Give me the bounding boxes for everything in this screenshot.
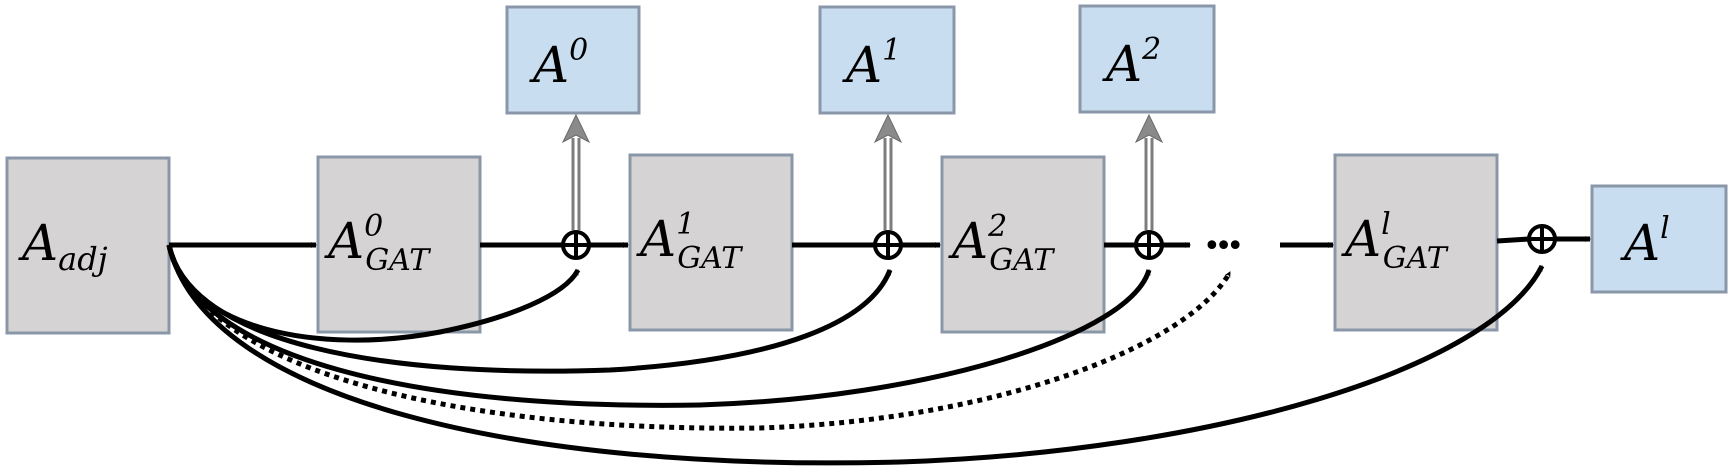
- sum-node-0: [561, 230, 591, 260]
- skip-adj-to-sum1: [166, 244, 893, 374]
- svg-text:Aadj: Aadj: [18, 214, 108, 278]
- skip-adj-to-ellipsis-dotted: [166, 244, 1233, 431]
- output-a-2: A2: [1078, 4, 1216, 114]
- skip-adj-to-suml: [166, 244, 1545, 466]
- svg-text:A1: A1: [842, 33, 901, 94]
- svg-text:A2: A2: [1102, 32, 1161, 93]
- sum-node-l: [1527, 224, 1557, 254]
- output-a-0: A0: [505, 5, 641, 115]
- sum-node-2: [1134, 230, 1164, 260]
- output-a-1: A1: [818, 5, 956, 115]
- output-a-l: Al: [1590, 184, 1728, 294]
- ellipsis: •••: [1203, 229, 1240, 264]
- line-gatl-to-suml: [1496, 236, 1530, 244]
- up-arrow-sum2-to-a2: [1134, 113, 1164, 230]
- sum-node-1: [873, 230, 903, 260]
- up-arrow-sum0-to-a0: [561, 113, 591, 230]
- svg-text:Al: Al: [1620, 211, 1670, 272]
- node-a-adj: Aadj: [5, 156, 171, 335]
- svg-text:A0: A0: [529, 33, 588, 94]
- skip-adj-to-sum2: [166, 244, 1152, 408]
- up-arrow-sum1-to-a1: [873, 113, 903, 230]
